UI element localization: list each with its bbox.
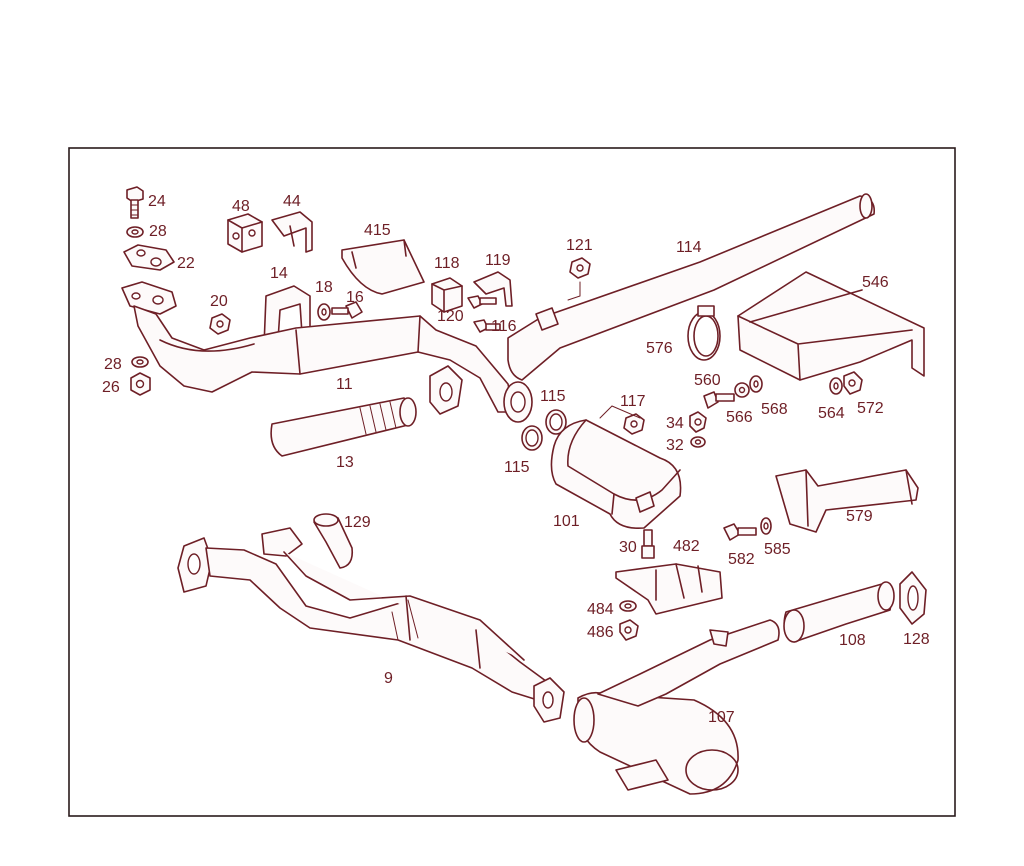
- callout-117: 117: [620, 393, 646, 410]
- part-568-washer[interactable]: [749, 375, 763, 393]
- part-484-washer[interactable]: [619, 600, 637, 612]
- part-572-nut[interactable]: [843, 371, 863, 395]
- callout-108: 108: [839, 632, 866, 649]
- callout-107: 107: [708, 709, 735, 726]
- callout-116: 116: [491, 318, 517, 335]
- part-16-bolt[interactable]: [331, 301, 363, 319]
- part-119-bracket[interactable]: [473, 271, 513, 307]
- part-415-heat-shield[interactable]: [341, 239, 425, 295]
- part-32-washer[interactable]: [690, 436, 706, 448]
- part-566-lock-washer[interactable]: [734, 382, 750, 398]
- part-482-bracket[interactable]: [615, 563, 723, 615]
- part-115-sealing-ring-lower[interactable]: [521, 425, 543, 451]
- part-585-washer[interactable]: [760, 517, 772, 535]
- part-48-rubber-mount[interactable]: [227, 213, 263, 253]
- callout-576: 576: [646, 340, 673, 357]
- part-44-bracket[interactable]: [271, 211, 313, 253]
- callout-11: 11: [336, 376, 353, 393]
- callout-20: 20: [210, 293, 228, 310]
- callout-18: 18: [315, 279, 333, 296]
- callout-13: 13: [336, 454, 354, 471]
- part-24-bolt[interactable]: [126, 186, 144, 219]
- callout-26: 26: [102, 379, 120, 396]
- part-546-heat-shield[interactable]: [737, 271, 925, 381]
- part-116-bolt[interactable]: [473, 319, 501, 333]
- part-579-bracket[interactable]: [775, 469, 919, 533]
- callout-484: 484: [587, 601, 614, 618]
- callout-9: 9: [384, 670, 393, 687]
- callout-579: 579: [846, 508, 873, 525]
- callout-119: 119: [485, 252, 511, 269]
- part-564-washer[interactable]: [829, 377, 843, 395]
- callout-564: 564: [818, 405, 845, 422]
- part-121-nut[interactable]: [567, 257, 591, 301]
- callout-415: 415: [364, 222, 391, 239]
- callout-129: 129: [344, 514, 371, 531]
- part-582-bolt[interactable]: [723, 523, 757, 541]
- part-576-clamp[interactable]: [687, 305, 721, 361]
- callout-24: 24: [148, 193, 166, 210]
- callout-28-lower: 28: [104, 356, 122, 373]
- callout-114: 114: [676, 239, 702, 256]
- callout-16: 16: [346, 289, 364, 306]
- callout-585: 585: [764, 541, 791, 558]
- callout-572: 572: [857, 400, 884, 417]
- part-9-intermediate-pipe[interactable]: [177, 527, 565, 723]
- callout-486: 486: [587, 624, 614, 641]
- part-13-flex-pipe[interactable]: [270, 397, 417, 457]
- part-26-nut[interactable]: [130, 372, 151, 396]
- part-114-tailpipe[interactable]: [507, 193, 876, 381]
- callout-118: 118: [434, 255, 460, 272]
- part-30-stud[interactable]: [641, 529, 655, 559]
- part-120-bolt[interactable]: [467, 295, 497, 309]
- part-128-gasket[interactable]: [899, 571, 927, 625]
- callout-121: 121: [566, 237, 593, 254]
- callout-120: 120: [437, 308, 464, 325]
- part-20-nut[interactable]: [209, 313, 231, 335]
- part-18-washer[interactable]: [317, 303, 331, 321]
- part-118-rubber-mount[interactable]: [431, 277, 463, 313]
- callout-568: 568: [761, 401, 788, 418]
- callout-566: 566: [726, 409, 753, 426]
- callout-546: 546: [862, 274, 889, 291]
- callout-32: 32: [666, 437, 684, 454]
- callout-14: 14: [270, 265, 288, 282]
- callout-30: 30: [619, 539, 637, 556]
- part-486-nut[interactable]: [619, 619, 639, 641]
- callout-44: 44: [283, 193, 301, 210]
- callout-115-lower: 115: [504, 459, 530, 476]
- callout-22: 22: [177, 255, 195, 272]
- callout-48: 48: [232, 198, 250, 215]
- callout-560: 560: [694, 372, 721, 389]
- part-101-catalytic-converter[interactable]: [550, 405, 682, 530]
- callout-128: 128: [903, 631, 930, 648]
- callout-115-upper: 115: [540, 388, 566, 405]
- part-129-elbow[interactable]: [313, 513, 354, 569]
- callout-482: 482: [673, 538, 700, 555]
- part-117-nut[interactable]: [623, 413, 645, 435]
- part-560-bolt[interactable]: [703, 391, 735, 409]
- callout-labels: 24 28 22 48 44 415 118 119 121 114 546 1…: [102, 193, 930, 726]
- part-107-rear-muffler[interactable]: [573, 619, 780, 795]
- part-108-pipe-section[interactable]: [783, 581, 895, 643]
- callout-101: 101: [553, 513, 580, 530]
- diagram-frame: [68, 147, 956, 817]
- callout-582: 582: [728, 551, 755, 568]
- part-28-washer-upper[interactable]: [126, 226, 144, 238]
- part-22-gasket[interactable]: [123, 244, 175, 271]
- part-28-washer-lower[interactable]: [131, 356, 149, 368]
- part-34-nut[interactable]: [689, 411, 707, 433]
- part-115-sealing-ring-upper[interactable]: [545, 409, 567, 435]
- part-11-front-pipe[interactable]: [121, 281, 533, 423]
- callout-28-upper: 28: [149, 223, 167, 240]
- callout-34: 34: [666, 415, 684, 432]
